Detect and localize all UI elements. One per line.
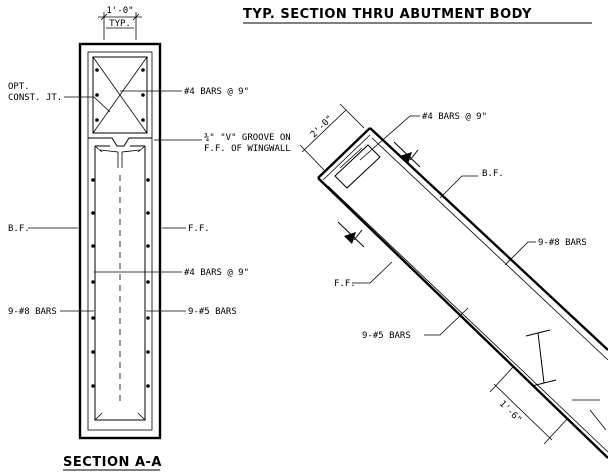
- opt-const-label-2: CONST. JT.: [8, 93, 62, 103]
- stirrup-corner-tl: [94, 145, 103, 153]
- section-a-a: 1'-0" TYP. OPT. CONST. JT. #4 BARS @ 9" …: [8, 6, 291, 471]
- thru-bars8-leader: [504, 241, 536, 266]
- slab-top-inner: [322, 134, 371, 181]
- bf-label: B.F.: [8, 224, 30, 234]
- opt-const-label-1: OPT.: [8, 82, 30, 92]
- slab-bf-inner: [371, 137, 608, 361]
- dim-width-label: 1'-0": [106, 6, 133, 16]
- right-edge-leader-2: [589, 409, 607, 431]
- thru-bars-top-leader: [359, 115, 420, 161]
- stirrup-corner-bl: [94, 412, 103, 421]
- dim-bottom-line: [493, 383, 553, 441]
- center-tie: [99, 149, 141, 168]
- stirrup-corner-br: [137, 412, 146, 421]
- upper-tie-box: [92, 56, 148, 134]
- dim-thick-ext-1: [299, 144, 325, 171]
- bar-box-top: [334, 144, 381, 189]
- wall-cover-line: [87, 51, 153, 431]
- upper-diagonal-2: [92, 56, 148, 134]
- bars-mid-label: #4 BARS @ 9": [184, 268, 249, 278]
- thru-bars5-label: 9-#5 BARS: [362, 331, 411, 341]
- groove-label-2: F.F. OF WINGWALL: [204, 144, 291, 154]
- thru-bars5-leader: [424, 307, 469, 336]
- groove-line: [88, 137, 152, 147]
- thru-bars8-label: 9-#8 BARS: [538, 238, 587, 248]
- abutment-title: TYP. SECTION THRU ABUTMENT BODY: [243, 7, 532, 22]
- bars-right-label: 9-#5 BARS: [188, 307, 237, 317]
- thru-bars-top-label: #4 BARS @ 9": [422, 112, 487, 122]
- dim-thick-line: [301, 109, 347, 153]
- dimension-width: [98, 12, 142, 40]
- thru-ff-leader: [352, 261, 393, 284]
- bars-left-label: 9-#8 BARS: [8, 307, 57, 317]
- slab-ff-edge: [317, 177, 608, 459]
- bar-dots-left: [91, 68, 99, 388]
- dim-bottom-ext-1: [489, 365, 515, 393]
- water-symbol-1: [393, 141, 421, 168]
- groove-label-1: ¾" "V" GROOVE ON: [204, 133, 291, 143]
- stirrup-corner-tr: [137, 145, 146, 153]
- section-thru-abutment: TYP. SECTION THRU ABUTMENT BODY 2'-0" #4…: [243, 7, 608, 459]
- section-a-a-title: SECTION A-A: [63, 455, 162, 470]
- beam-symbol: [525, 329, 557, 387]
- ff-label: F.F.: [188, 224, 210, 234]
- opt-const-leader: [64, 96, 111, 113]
- dim-bottom-label: 1'-6": [497, 399, 523, 425]
- dim-thickness-label: 2'-0": [309, 114, 335, 140]
- bars-top-label: #4 BARS @ 9": [184, 87, 249, 97]
- slab-top-edge: [317, 127, 371, 179]
- lower-stirrup: [94, 146, 146, 421]
- bar-dots-right: [141, 68, 150, 388]
- thru-bf-label: B.F.: [482, 169, 504, 179]
- thru-bf-leader: [439, 175, 478, 199]
- slab-ff-inner: [327, 185, 608, 453]
- thru-ff-label: F.F.: [334, 279, 356, 289]
- dim-thick-ext-2: [339, 103, 365, 129]
- dim-typ-label: TYP.: [109, 19, 131, 29]
- slab-bf-edge: [369, 127, 608, 351]
- wall-outline: [78, 42, 162, 440]
- bar-box-inner: [339, 147, 363, 169]
- dim-bottom-ext-2: [543, 417, 569, 445]
- water-symbol-2: [337, 221, 365, 248]
